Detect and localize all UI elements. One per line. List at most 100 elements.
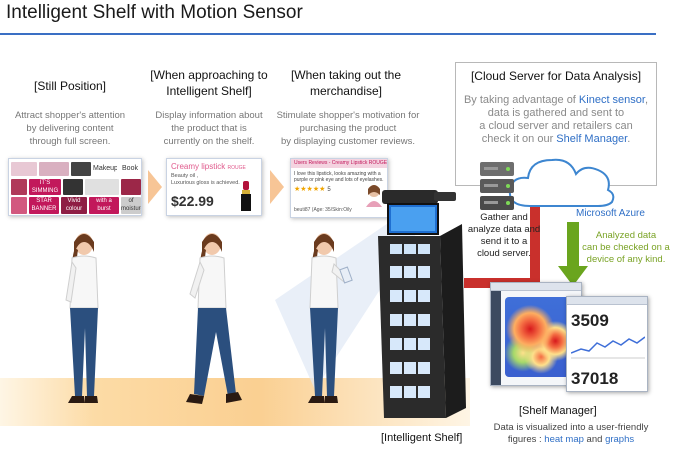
screen-product-info: Creamy lipstick ROUGE Beauty oil , Luxur… (166, 158, 262, 216)
reviewer-photo-icon (363, 183, 385, 207)
review-text: I love this lipstick, looks amazing with… (294, 171, 384, 183)
product-blurb-line: Luxurious gloss is achieved. (171, 180, 240, 186)
heatmap-titlebar (491, 283, 581, 291)
promo-tile (121, 179, 141, 195)
stage2-desc-line: currently on the shelf. (163, 136, 255, 147)
stage3-desc-line: by displaying customer reviews. (280, 136, 416, 147)
dashboard-sidebar (491, 291, 501, 385)
stage3-description: Stimulate shopper's motivation for purch… (268, 109, 428, 148)
stage3-desc-line: Stimulate shopper's motivation for (276, 110, 420, 121)
promo-tile (71, 162, 91, 176)
star-rating-icon: ★★★★★ (294, 186, 326, 193)
stage1-desc-line: through full screen. (29, 136, 111, 147)
gather-note-line: Gather and (480, 212, 528, 223)
cloud-desc-text: , (644, 94, 649, 106)
kinect-sensor-link[interactable]: Kinect sensor (578, 94, 645, 106)
review-text-line: purple or pink eye and lots of eyelashes… (294, 177, 384, 183)
reviews-header: Users Reviews - Creamy Lipstick ROUGE (291, 159, 387, 168)
graphs-link[interactable]: graphs (605, 434, 635, 445)
stage1-heading-line: [Still Position] (33, 79, 107, 93)
promo-tile (85, 179, 119, 195)
stage3-heading-line: merchandise] (309, 84, 383, 98)
cloud-description: By taking advantage of Kinect sensor, da… (455, 94, 657, 146)
stats-titlebar (567, 297, 647, 305)
stage1-desc-line: by delivering content (26, 123, 114, 134)
chevron-right-icon (148, 170, 162, 204)
heat-map (505, 297, 577, 377)
gather-note-line: cloud server. (477, 248, 531, 259)
promo-tile: STAR BANNER (29, 197, 59, 214)
stage3-desc-line: purchasing the product (299, 123, 397, 134)
promo-tile: Vivid colour (61, 197, 87, 214)
cloud-desc-line: By taking advantage of Kinect sensor, (455, 94, 657, 107)
product-blurb-line: Beauty oil , (171, 173, 199, 179)
analyzed-note-line: Analyzed data (595, 230, 657, 241)
screen-reviews: Users Reviews - Creamy Lipstick ROUGE I … (290, 158, 388, 218)
shelf-manager-description: Data is visualized into a user-friendly … (476, 422, 666, 446)
review-stars: ★★★★★ 5 (294, 185, 331, 193)
screen-still-content: Makeup Book IT'S SIMMING STAR BANNER Viv… (8, 158, 142, 216)
stage2-desc-line: the product that is (171, 123, 247, 134)
stage1-desc-line: Attract shopper's attention (14, 110, 126, 121)
title-underline (0, 33, 656, 35)
shelf-manager-caption: [Shelf Manager] (519, 405, 597, 417)
line-graph (570, 333, 646, 359)
stat-value-secondary: 37018 (571, 369, 619, 388)
product-price: $22.99 (171, 193, 214, 209)
product-name: Creamy lipstick ROUGE (171, 162, 246, 171)
analyzed-note: Analyzed data can be checked on a device… (578, 230, 673, 266)
intelligent-shelf-unit (376, 188, 470, 424)
stage3-heading: [When taking out the merchandise] (272, 67, 420, 99)
cloud-desc-line: a cloud server and retailers can (479, 120, 633, 132)
stage2-heading: [When approaching to Intelligent Shelf] (140, 67, 278, 99)
shopper-figure-browsing (296, 228, 360, 408)
download-arrow (558, 222, 588, 286)
shopper-figure-still (54, 228, 114, 408)
lipstick-icon (241, 181, 251, 211)
promo-tile: of moisture (121, 197, 141, 214)
product-blurb: Beauty oil , Luxurious gloss is achieved… (171, 173, 240, 187)
page-title: Intelligent Shelf with Motion Sensor (6, 2, 303, 23)
shelf-manager-desc-line: figures : heat map and graphs (476, 434, 666, 446)
cloud-desc-text: . (627, 133, 631, 145)
promo-tile: IT'S SIMMING (29, 179, 61, 195)
analyzed-note-line: device of any kind. (586, 254, 666, 265)
product-name-text: Creamy lipstick (171, 162, 226, 171)
cloud-desc-text: check it on our (481, 133, 557, 145)
shelf-manager-desc-text: and (583, 434, 606, 445)
cloud-desc-text: By taking advantage of (463, 94, 579, 106)
stage3-heading-line: [When taking out the (290, 68, 402, 82)
review-text-line: I love this lipstick, looks amazing with… (294, 171, 381, 177)
analyzed-note-line: can be checked on a (582, 242, 670, 253)
intelligent-shelf-caption: [Intelligent Shelf] (381, 432, 463, 444)
review-score: 5 (327, 187, 331, 193)
server-icon (478, 160, 516, 212)
reviewer: beuti87 (Age: 35/Skin:Oily (294, 207, 352, 213)
stage2-description: Display information about the product th… (140, 109, 278, 148)
shelf-manager-link[interactable]: Shelf Manager (556, 133, 628, 145)
promo-tile (11, 162, 37, 176)
cloud-icon (500, 146, 620, 212)
stage1-description: Attract shopper's attention by deliverin… (2, 109, 138, 148)
promo-tile (11, 197, 27, 214)
gather-note-line: send it to a (480, 236, 528, 247)
stage1-heading: [Still Position] (2, 78, 138, 94)
promo-tile: Book (119, 162, 141, 176)
shelf-manager-desc-text: figures : (507, 434, 545, 445)
gather-note: Gather and analyze data and send it to a… (466, 212, 542, 260)
heat-map-link[interactable]: heat map (544, 434, 584, 445)
cloud-desc-line: check it on our Shelf Manager. (455, 133, 657, 146)
shelf-manager-desc-line: Data is visualized into a user-friendly (493, 422, 649, 433)
shopper-figure-walking (180, 228, 244, 408)
promo-tile: with a burst (89, 197, 119, 214)
stats-window: 3509 37018 (566, 296, 648, 392)
heatmap-window (490, 282, 582, 386)
cloud-heading: [Cloud Server for Data Analysis] (470, 69, 642, 83)
promo-tile (39, 162, 69, 176)
promo-tile: Makeup (93, 162, 117, 176)
promo-tile (63, 179, 83, 195)
chevron-right-icon (270, 170, 284, 204)
stat-value-primary: 3509 (571, 311, 609, 330)
promo-tile (11, 179, 27, 195)
stage2-desc-line: Display information about (155, 110, 263, 121)
